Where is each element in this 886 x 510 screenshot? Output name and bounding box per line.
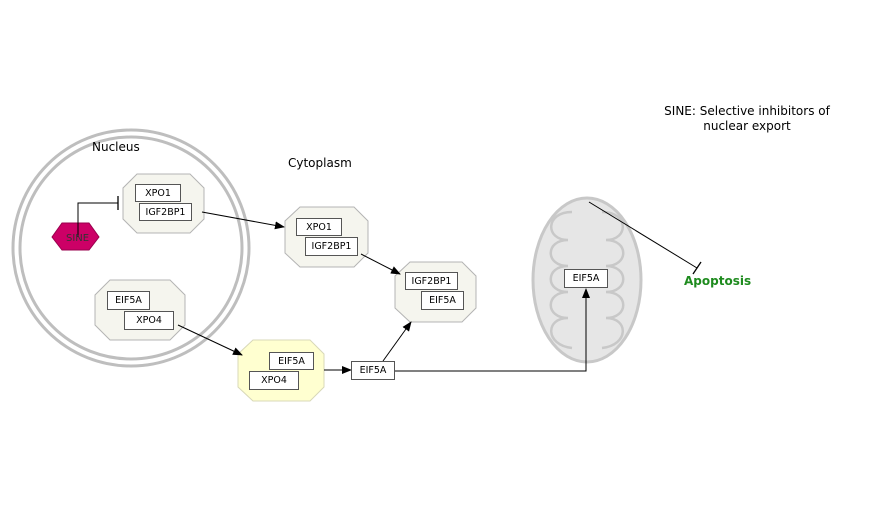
cytoplasm-label: Cytoplasm <box>288 156 352 170</box>
complex-nuclear-eif5a-xpo4 <box>94 279 186 341</box>
gene-eif5a-free[interactable]: EIF5A <box>351 361 395 380</box>
gene-xpo1-cytoplasm[interactable]: XPO1 <box>296 218 342 236</box>
gene-eif5a-mitochondrion[interactable]: EIF5A <box>564 269 608 288</box>
gene-eif5a-nuclear[interactable]: EIF5A <box>107 291 150 310</box>
apoptosis-label: Apoptosis <box>684 274 752 288</box>
arrow-xpo1-export <box>201 211 285 230</box>
arrow-eif5a-to-complex <box>382 321 412 362</box>
sine-note: SINE: Selective inhibitors of nuclear ex… <box>647 104 847 134</box>
arrow-eif5a-to-mitochondrion <box>395 288 590 372</box>
sine-note-line-1: SINE: Selective inhibitors of <box>664 104 830 118</box>
sine-drug-label: SINE <box>66 233 90 244</box>
nucleus-compartment <box>11 128 251 368</box>
gene-igf2bp1-cytoplasm[interactable]: IGF2BP1 <box>305 237 358 256</box>
gene-eif5a-bound[interactable]: EIF5A <box>421 291 464 310</box>
gene-igf2bp1-nuclear[interactable]: IGF2BP1 <box>139 203 192 221</box>
gene-xpo4-cytoplasm[interactable]: XPO4 <box>249 371 299 390</box>
gene-igf2bp1-bound[interactable]: IGF2BP1 <box>405 272 458 290</box>
gene-xpo1-nuclear[interactable]: XPO1 <box>135 184 181 202</box>
inhibition-apoptosis <box>588 201 702 275</box>
inhibition-sine-xpo1 <box>77 196 119 237</box>
gene-eif5a-cytoplasm-complex[interactable]: EIF5A <box>269 352 314 370</box>
sine-note-line-2: nuclear export <box>703 119 791 133</box>
nucleus-label: Nucleus <box>92 140 140 154</box>
sine-drug-shape <box>51 222 100 251</box>
arrow-xpo4-export <box>177 324 243 356</box>
gene-xpo4-nuclear[interactable]: XPO4 <box>124 311 174 330</box>
arrow-to-igf2bp1-complex <box>360 253 401 275</box>
